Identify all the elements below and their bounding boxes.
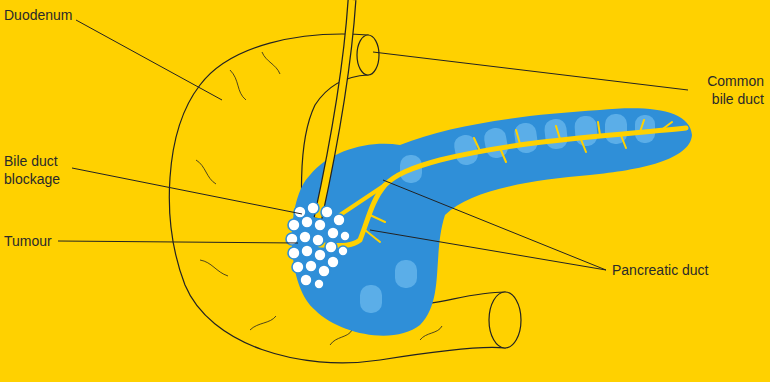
tumour-cell [288,247,300,259]
duodenum-cut-end [489,292,521,348]
leader-line [58,241,298,243]
tumour-cell [301,216,313,228]
part-label: Duodenum [4,6,73,24]
duodenum-cut-end [357,35,379,75]
pancreas-lobules [360,114,655,313]
leader-line [76,20,222,100]
tumour-cell [325,241,337,253]
lobule [574,115,598,146]
lobule [360,285,382,313]
tumour-cell [299,231,311,243]
pancreas-shape [292,108,692,335]
tumour-cell [288,219,300,231]
leader-line [373,52,688,90]
part-label: Common bile duct [694,72,764,108]
tumour-cell [314,249,326,261]
lobule [543,118,568,150]
lobule [395,260,417,288]
bile-duct-outline [318,0,352,218]
duct-branch [365,120,672,242]
accessory-duct [340,185,385,215]
tumour-cell [300,274,312,286]
leader-line [383,180,606,270]
tumour-cell [327,227,339,239]
tumour-cell [305,260,317,272]
tumour-cell [314,279,324,289]
tumour-cell [333,214,345,226]
tumour-cell [312,234,324,246]
lobule [513,122,539,155]
tumour-cell [321,206,333,218]
tumour-cells [286,202,350,289]
part-label: Bile duct blockage [4,152,82,188]
lobule [605,114,627,144]
tumour-cell [314,219,326,231]
tumour-cell [340,231,350,241]
leader-line [72,168,302,214]
lobule [483,126,510,159]
tumour-cell [292,261,304,273]
part-label: Tumour [4,232,52,250]
tumour-cell [301,245,313,257]
leader-lines [58,20,688,270]
common-bile-duct [318,0,352,218]
leader-line [370,230,606,270]
pancreatic-duct [320,120,686,246]
tumour-cell [307,202,319,214]
tumour-cell [338,246,348,256]
tumour-cell [318,265,330,277]
part-label: Pancreatic duct [612,261,709,279]
